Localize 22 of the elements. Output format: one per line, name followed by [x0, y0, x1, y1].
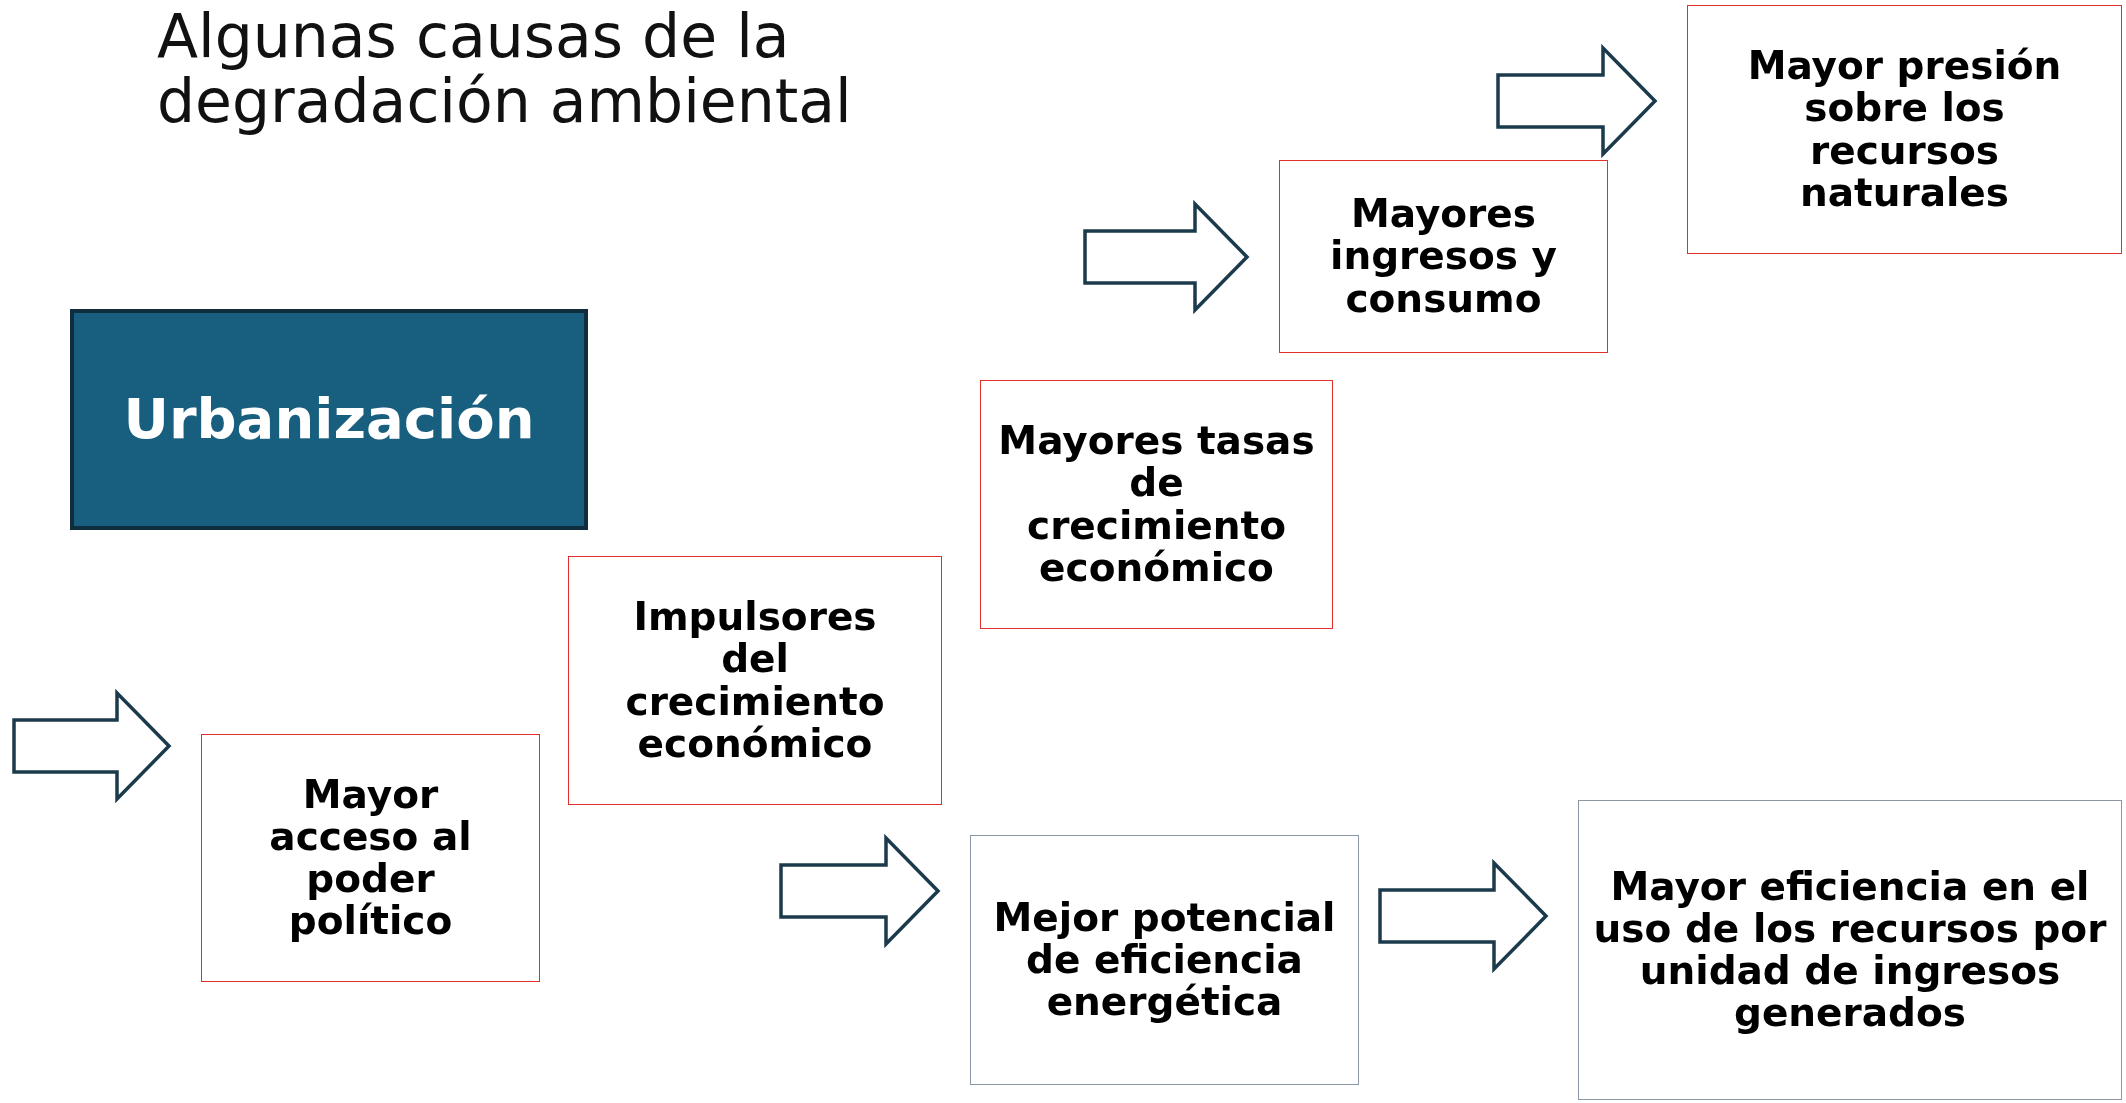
process-box	[980, 380, 1333, 629]
box-text: Mayor eficiencia en el uso de los recursos por unidad de ingresos generados	[1592, 865, 2108, 1035]
box-text: Mayores tasas de crecimiento económico	[997, 420, 1316, 589]
topic-label: Urbanización	[123, 389, 535, 450]
box-text: Mayores ingresos y consumo	[1329, 193, 1558, 320]
box-text: Mayor acceso al poder político	[268, 773, 473, 943]
process-box	[568, 556, 942, 805]
process-box	[1578, 800, 2122, 1100]
process-box	[1279, 160, 1608, 353]
title: Algunas causas de la degradación ambiental	[157, 4, 853, 134]
topic-box	[70, 309, 588, 530]
box-text: Mayor presión sobre los recursos naturales	[1746, 45, 2063, 214]
block-arrow	[1378, 858, 1549, 974]
block-arrow	[779, 833, 941, 949]
block-arrow	[1496, 43, 1658, 159]
block-arrow	[12, 688, 172, 804]
box-text: Mejor potencial de eficiencia energética	[992, 896, 1337, 1024]
box-text: Impulsores del crecimiento económico	[624, 596, 886, 765]
process-box	[1687, 5, 2122, 254]
process-box	[201, 734, 540, 982]
process-box	[970, 835, 1359, 1085]
block-arrow	[1083, 199, 1250, 315]
